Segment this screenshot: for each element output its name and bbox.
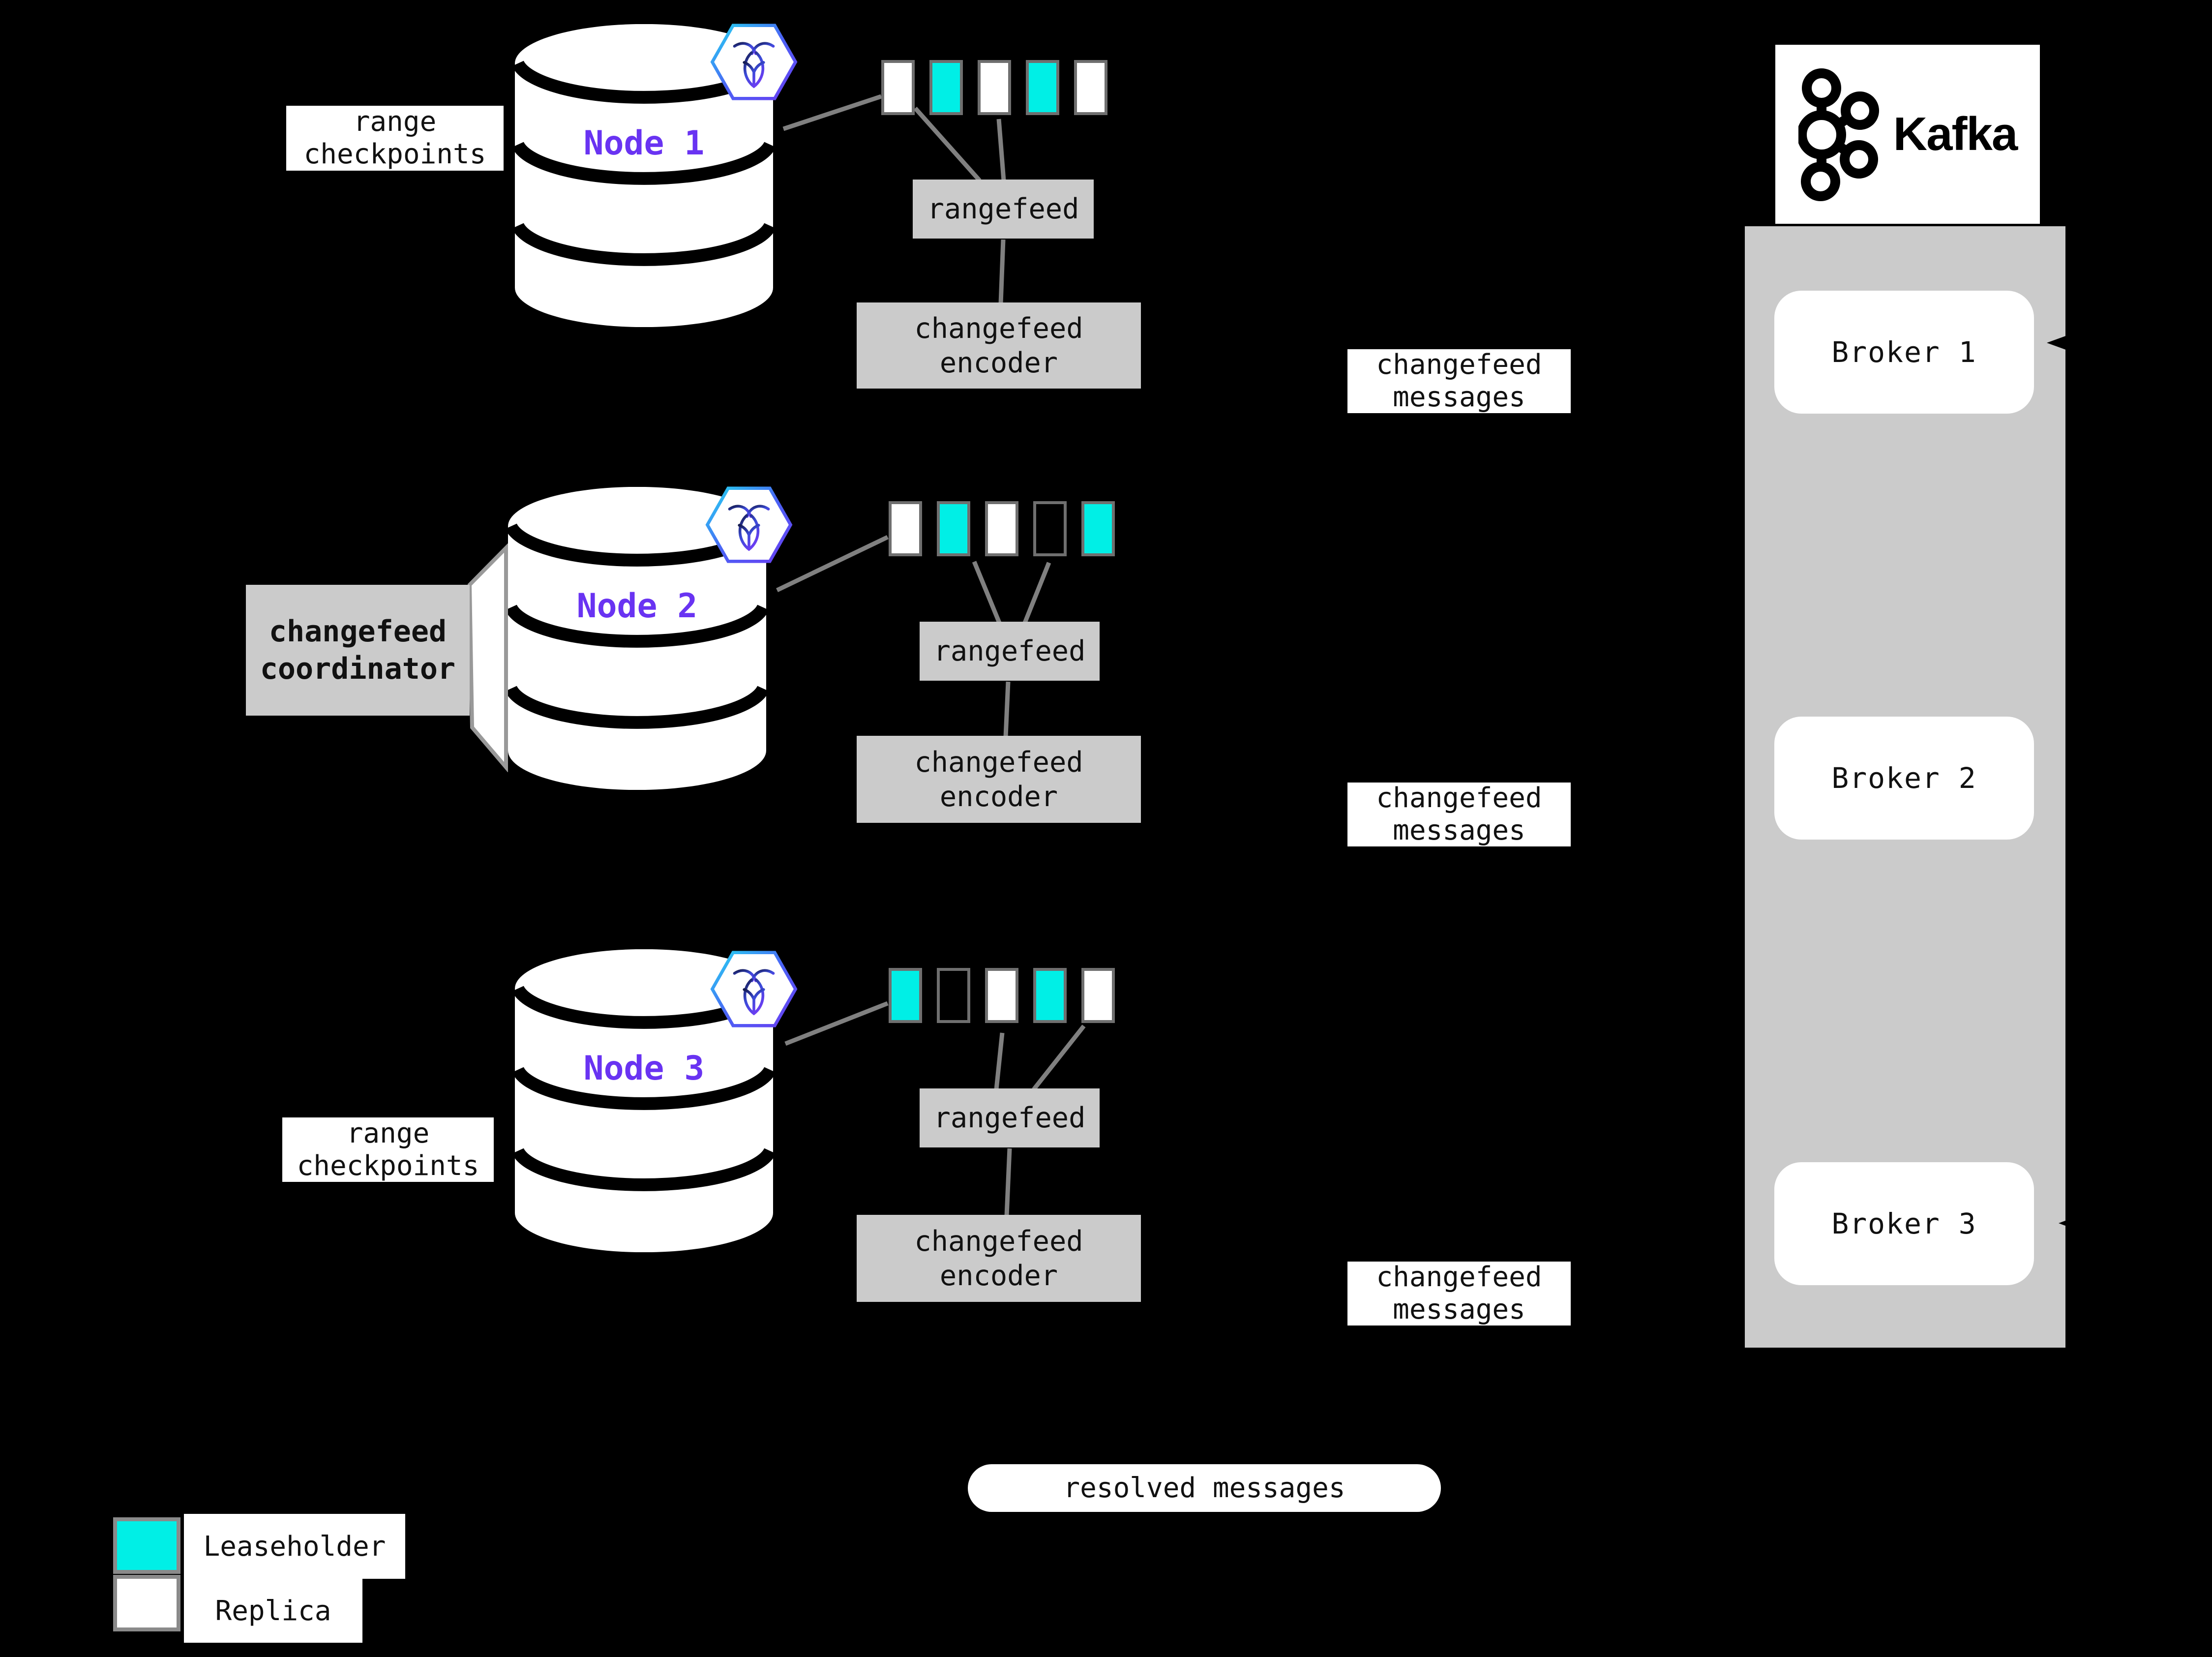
cockroachdb-node2-icon [705, 486, 793, 563]
range-checkpoints-line2: checkpoints [303, 138, 486, 170]
node2-changefeed-encoder-box: changefeed encoder [857, 736, 1141, 823]
resolved-messages-pill: resolved messages [968, 1464, 1441, 1512]
node3-changefeed-messages-label: changefeed messages [1347, 1261, 1571, 1326]
legend-replica-label: Replica [184, 1579, 362, 1643]
coordinator-line2: coordinator [260, 652, 456, 686]
messages-line1: changefeed [1376, 349, 1542, 381]
rangefeed-label: rangefeed [933, 1102, 1086, 1134]
broker-3: Broker 3 [1774, 1162, 2034, 1285]
legend-replica-swatch [113, 1575, 180, 1631]
node1-changefeed-messages-label: changefeed messages [1347, 349, 1571, 413]
node2-range-row [889, 501, 1115, 556]
node1-rangefeed-box: rangefeed [913, 180, 1094, 239]
node2-label: Node 2 [576, 587, 698, 626]
encoder-line1: changefeed [914, 312, 1083, 345]
range-rect-replica [1074, 60, 1107, 115]
messages-line1: changefeed [1376, 1261, 1542, 1293]
range-checkpoints-label-bottom: range checkpoints [282, 1117, 494, 1182]
legend-leaseholder-label: Leaseholder [184, 1514, 405, 1579]
node2-database-cylinder [508, 487, 766, 790]
range-rect-replica [889, 501, 922, 556]
range-rect-empty [937, 968, 970, 1023]
node2-changefeed-messages-label: changefeed messages [1347, 782, 1571, 846]
node3-range-row [889, 968, 1115, 1023]
range-checkpoints-line1: range [353, 106, 437, 138]
range-rect-replica [985, 968, 1018, 1023]
node1-range-row [881, 60, 1107, 115]
broker-1: Broker 1 [1774, 291, 2034, 414]
range-rect-empty [1033, 501, 1067, 556]
range-rect-replica [978, 60, 1011, 115]
arrowhead-fragment [2047, 335, 2072, 1227]
range-rect-replica [1081, 968, 1115, 1023]
range-rect-leaseholder [889, 968, 922, 1023]
kafka-logo-box: Kafka [1775, 45, 2040, 224]
encoder-line2: encoder [939, 780, 1058, 813]
encoder-line1: changefeed [914, 1225, 1083, 1258]
kafka-logo-icon [1798, 68, 1879, 201]
kafka-wordmark: Kafka [1893, 108, 2018, 160]
messages-line1: changefeed [1376, 782, 1542, 814]
messages-line2: messages [1393, 814, 1525, 846]
rangefeed-label: rangefeed [927, 193, 1079, 225]
cockroachdb-node3-icon [710, 951, 798, 1027]
messages-line2: messages [1393, 1294, 1525, 1326]
range-rect-leaseholder [937, 501, 970, 556]
range-checkpoints-line2: checkpoints [297, 1149, 479, 1182]
node3-label: Node 3 [583, 1049, 705, 1088]
node1-label: Node 1 [583, 124, 705, 163]
node2-rangefeed-box: rangefeed [920, 622, 1100, 681]
range-rect-leaseholder [1033, 968, 1067, 1023]
range-rect-leaseholder [929, 60, 963, 115]
node3-changefeed-encoder-box: changefeed encoder [857, 1215, 1141, 1302]
range-rect-leaseholder [1081, 501, 1115, 556]
coordinator-line1: changefeed [269, 614, 447, 649]
range-checkpoints-label-top: range checkpoints [286, 106, 504, 171]
broker-2: Broker 2 [1774, 717, 2034, 840]
rangefeed-label: rangefeed [933, 635, 1086, 667]
coordinator-flag-shape [467, 543, 508, 772]
range-checkpoints-line1: range [346, 1117, 430, 1149]
range-rect-leaseholder [1026, 60, 1059, 115]
encoder-line2: encoder [939, 346, 1058, 379]
changefeed-coordinator-callout: changefeed coordinator [246, 585, 470, 716]
legend-leaseholder-swatch [113, 1517, 180, 1574]
node1-changefeed-encoder-box: changefeed encoder [857, 302, 1141, 389]
range-rect-replica [881, 60, 915, 115]
messages-line2: messages [1393, 381, 1525, 413]
node3-rangefeed-box: rangefeed [920, 1088, 1100, 1147]
range-rect-replica [985, 501, 1018, 556]
encoder-line2: encoder [939, 1259, 1058, 1292]
encoder-line1: changefeed [914, 746, 1083, 779]
cockroachdb-node1-icon [710, 24, 798, 100]
